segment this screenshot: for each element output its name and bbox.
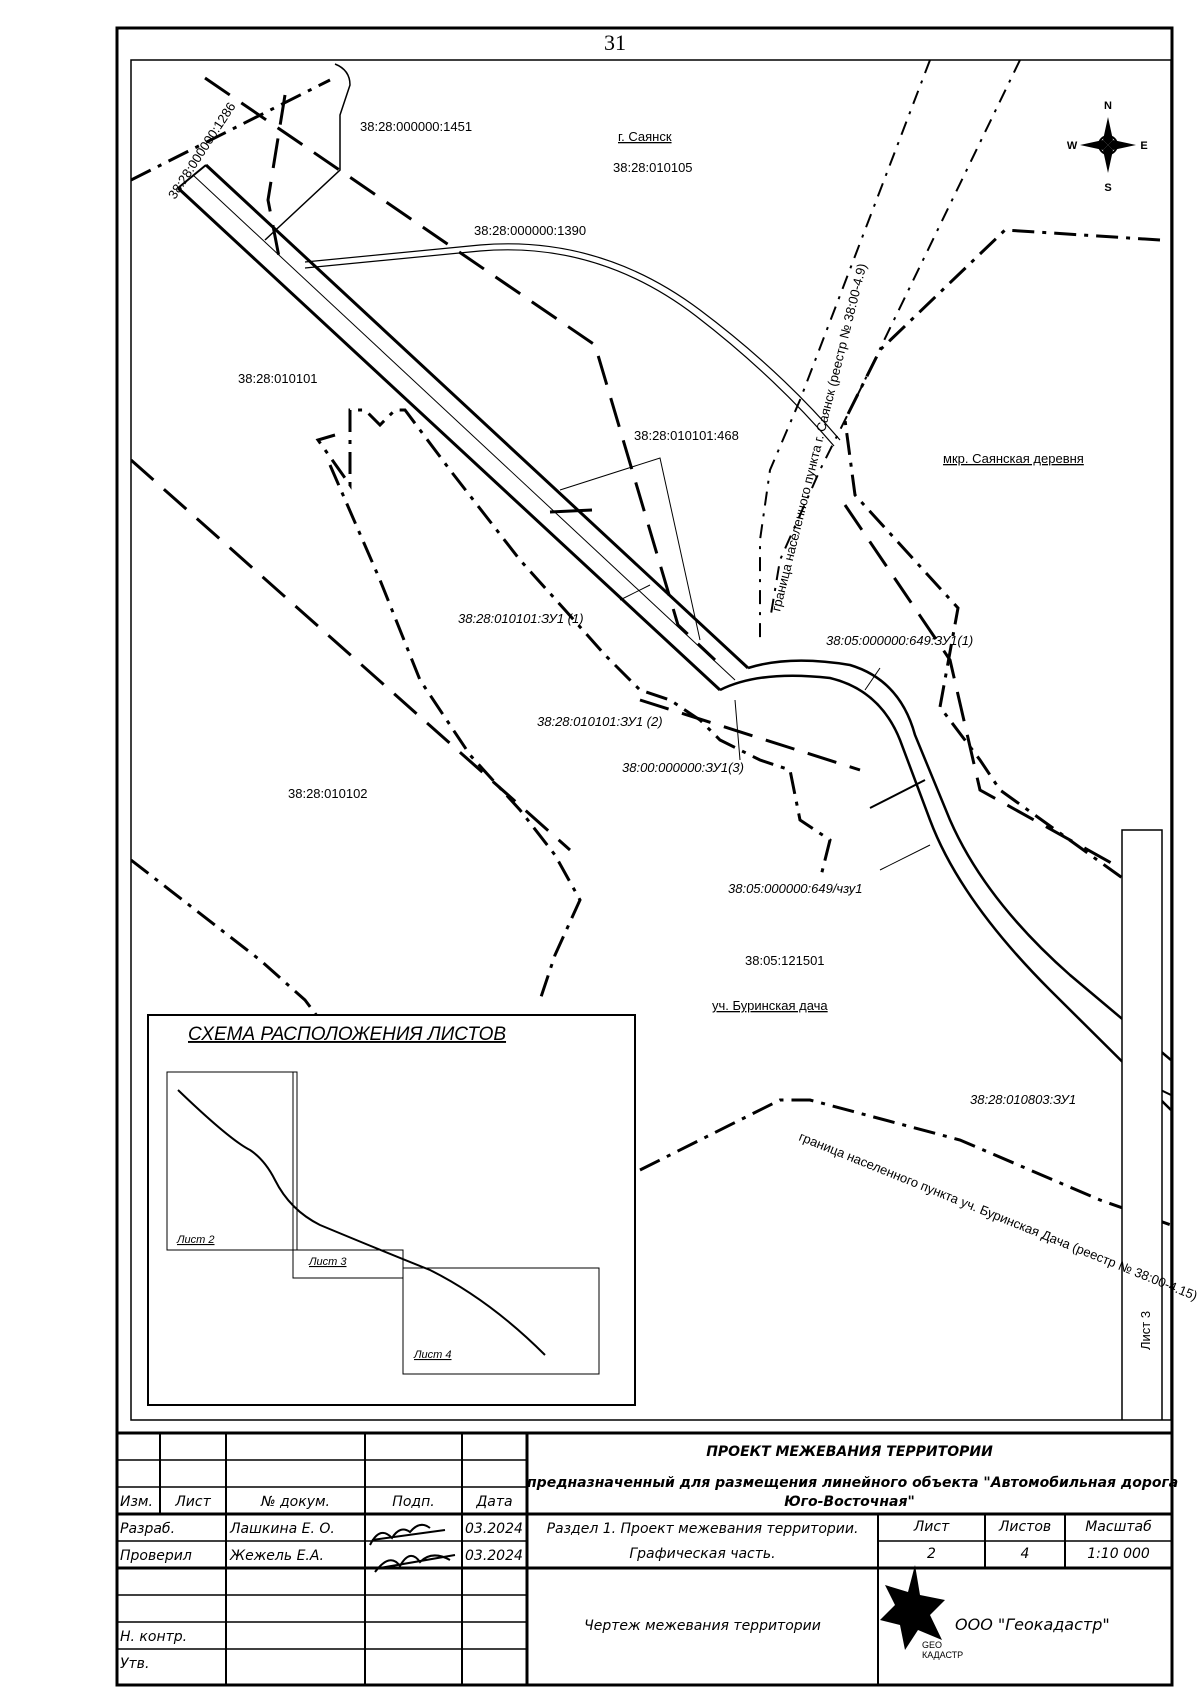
logo-kadastr: КАДАСТР [922, 1650, 963, 1660]
dashdot-boundary-inner [315, 408, 832, 881]
dashdot-boundary-burinskaya [639, 1098, 1171, 1227]
label-parcel-468: 38:28:010101:468 [634, 428, 739, 443]
label-parcel-1451: 38:28:000000:1451 [360, 119, 472, 134]
label-zu1-1: 38:28:010101:ЗУ1 (1) [458, 611, 584, 626]
title-block-grid [115, 1431, 1174, 1687]
label-buriniskaya: уч. Буринская дача [712, 998, 828, 1013]
label-zu649-1: 38:05:000000:649:ЗУ1(1) [826, 633, 973, 648]
row-name-proveril: Жежель Е.А. [230, 1548, 324, 1564]
signature-2 [374, 1554, 456, 1573]
dashed-boundary-5 [639, 698, 861, 772]
label-sheet-side: Лист 3 [1138, 1311, 1153, 1350]
road-edge-1 [176, 186, 722, 692]
drawing-name: Чертеж межевания территории [584, 1618, 821, 1634]
zu649-pointer [864, 667, 881, 691]
row-date-razrab: 03.2024 [465, 1521, 523, 1537]
row-role-proveril: Проверил [120, 1548, 192, 1564]
sheet-label: Лист [913, 1519, 950, 1535]
zu1-3-pointer [734, 699, 741, 761]
label-city-sayansk: г. Саянск [618, 129, 672, 144]
label-parcel-1390: 38:28:000000:1390 [474, 223, 586, 238]
dashdot-boundary-west [328, 464, 582, 1001]
signature-1 [369, 1523, 446, 1546]
compass-e: E [1140, 140, 1147, 152]
label-block-010102: 38:28:010102 [288, 786, 368, 801]
inset-title: СХЕМА РАСПОЛОЖЕНИЯ ЛИСТОВ [188, 1024, 506, 1045]
road-1390-b [304, 249, 835, 447]
parcel-1451-outline [264, 63, 351, 241]
label-zu-010803: 38:28:010803:ЗУ1 [970, 1092, 1076, 1107]
zu1-1-pointer [619, 584, 651, 601]
dashed-boundary-4 [843, 504, 1161, 892]
label-block-010101: 38:28:010101 [238, 371, 318, 386]
header-doc: № докум. [260, 1494, 330, 1510]
dashdot-boundary-sayansk [769, 60, 1021, 621]
row-date-proveril: 03.2024 [465, 1548, 523, 1564]
row-role-razrab: Разраб. [120, 1521, 176, 1537]
section-line-2: Графическая часть. [629, 1546, 776, 1562]
project-title: ПРОЕКТ МЕЖЕВАНИЯ ТЕРРИТОРИИ [706, 1444, 993, 1460]
dashdot-boundary-sayansk-2 [759, 60, 931, 640]
scale-value: 1:10 000 [1087, 1546, 1150, 1562]
page-number: 31 [604, 30, 626, 55]
compass-w: W [1067, 140, 1078, 152]
section-line-1: Раздел 1. Проект межевания территории. [546, 1521, 859, 1537]
header-date: Дата [476, 1494, 513, 1510]
label-block-010105: 38:28:010105 [613, 160, 693, 175]
compass-rose: N S E W [1067, 100, 1148, 194]
inset-sheet-3-label: Лист 3 [308, 1256, 347, 1268]
label-chzu1: 38:05:000000:649/чзу1 [728, 881, 863, 896]
label-block-121501: 38:05:121501 [745, 953, 825, 968]
inset-sheet-4-label: Лист 4 [413, 1349, 452, 1361]
compass-n: N [1104, 100, 1112, 112]
road-start [177, 164, 207, 189]
sheet-side-box [1121, 829, 1163, 1420]
road-edge-2 [204, 163, 750, 670]
curve-crossbar [869, 779, 926, 809]
label-mkr-sayanskaya: мкр. Саянская деревня [943, 451, 1084, 466]
dashdot-boundary-top [131, 78, 331, 182]
curve-road-1 [719, 674, 1171, 1111]
dashdot-boundary-southwest [131, 858, 322, 1021]
sheet-value: 2 [927, 1546, 936, 1562]
label-zu1-2: 38:28:010101:ЗУ1 (2) [537, 714, 663, 729]
row-role-utv: Утв. [120, 1656, 150, 1672]
map-frame [130, 59, 1172, 1421]
chzu1-pointer [879, 844, 931, 871]
purpose-line-2: Юго-Восточная" [784, 1494, 915, 1510]
inset-route [177, 1089, 546, 1356]
inset-sheet-2-frame [166, 1071, 298, 1251]
sheets-label: Листов [998, 1519, 1052, 1535]
sheets-value: 4 [1020, 1546, 1030, 1562]
inset-sheet-2-label: Лист 2 [176, 1234, 215, 1246]
inset-sheet-4-frame [402, 1267, 600, 1375]
scale-label: Масштаб [1085, 1519, 1152, 1535]
parcel-468-pointer [559, 457, 701, 641]
dashed-boundary-3 [266, 94, 287, 263]
dashed-boundary-2 [131, 458, 571, 852]
company-name: ООО "Геокадастр" [955, 1615, 1110, 1634]
inset-scheme: СХЕМА РАСПОЛОЖЕНИЯ ЛИСТОВ Лист 2 Лист 3 … [147, 1014, 636, 1406]
dashdot-boundary-east [843, 228, 1161, 907]
header-podp: Подп. [392, 1494, 435, 1510]
dashed-boundary-1 [204, 76, 717, 662]
header-list: Лист [175, 1494, 211, 1510]
header-izm: Изм. [120, 1494, 153, 1510]
road-center [192, 174, 736, 681]
map-lines [131, 60, 1171, 1420]
road-crossbar [549, 508, 593, 514]
geokadastr-logo: GEO КАДАСТР [880, 1565, 963, 1660]
purpose-line-1: предназначенный для размещения линейного… [527, 1475, 1179, 1491]
road-1390-a [304, 243, 841, 441]
compass-s: S [1104, 182, 1111, 194]
row-name-razrab: Лашкина Е. О. [230, 1521, 335, 1537]
curve-road-2 [747, 659, 1171, 1061]
label-zu1-3: 38:00:000000:ЗУ1(3) [622, 760, 744, 775]
logo-geo: GEO [922, 1640, 942, 1650]
row-role-nkontr: Н. контр. [120, 1629, 188, 1645]
